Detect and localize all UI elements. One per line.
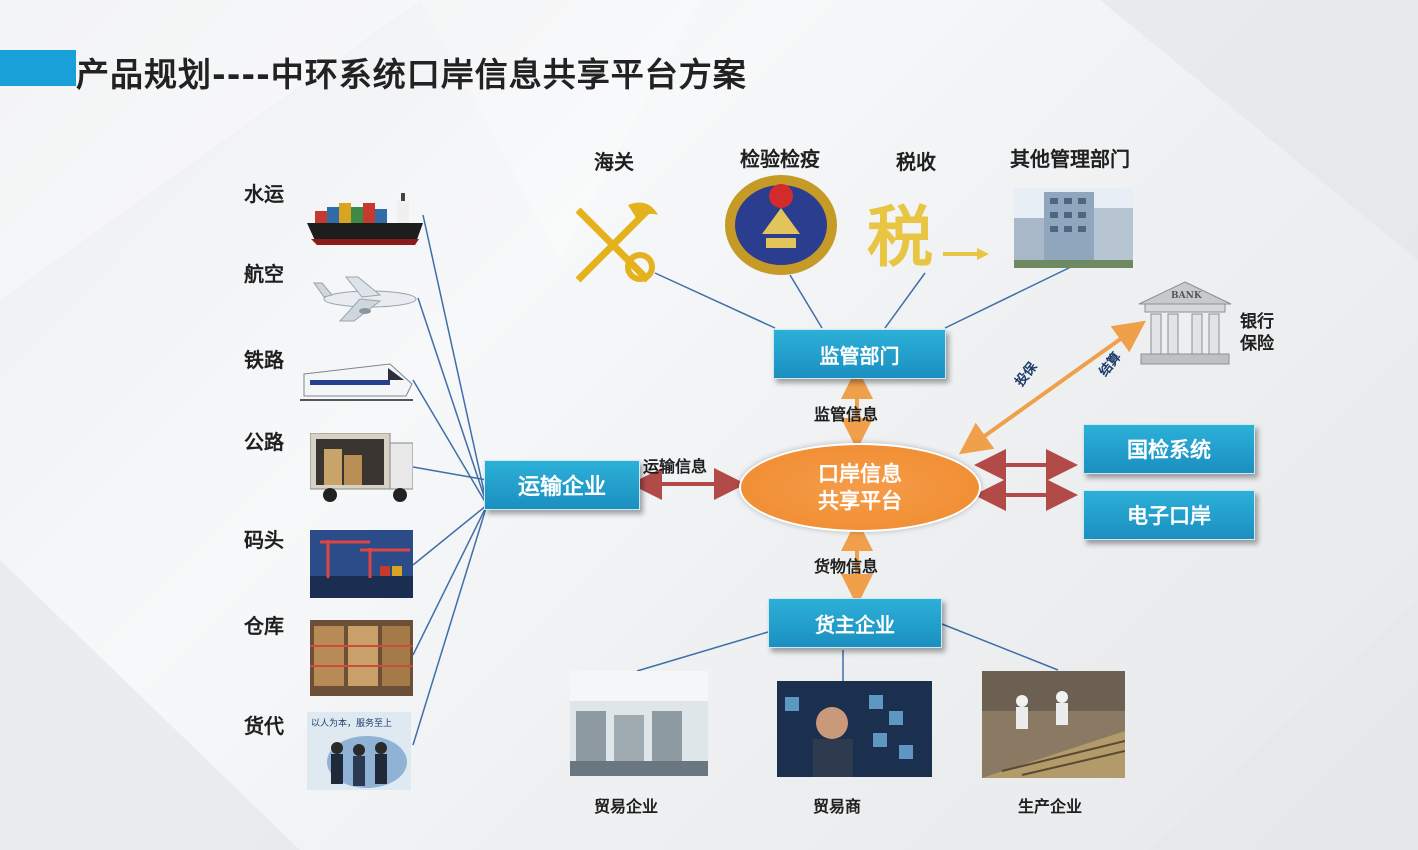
enterprise-lines bbox=[636, 623, 1059, 681]
label-tax: 税收 bbox=[896, 150, 936, 174]
title-accent-bar bbox=[0, 50, 76, 86]
warehouse-image bbox=[310, 620, 413, 696]
national-inspection-node: 国检系统 bbox=[1083, 424, 1255, 474]
bank-sign: BANK bbox=[1171, 291, 1202, 301]
truck-image bbox=[310, 433, 413, 505]
supervision-info-label: 监管信息 bbox=[814, 405, 879, 424]
inspection-emblem-icon bbox=[722, 172, 840, 278]
freight-agent-image: 以人为本，服务至上 bbox=[307, 712, 411, 790]
page-title: 产品规划----中环系统口岸信息共享平台方案 bbox=[76, 55, 747, 94]
bank-label-line1: 银行 bbox=[1240, 312, 1274, 332]
trader-image bbox=[777, 681, 932, 777]
label-agent: 货代 bbox=[244, 714, 284, 738]
cargo-ship-image bbox=[305, 183, 423, 255]
label-producer: 生产企业 bbox=[1018, 797, 1083, 816]
bank-arrow bbox=[958, 320, 1147, 455]
bank-label: 银行 保险 bbox=[1240, 311, 1274, 355]
label-inspection: 检验检疫 bbox=[740, 147, 820, 171]
label-rail: 铁路 bbox=[244, 348, 284, 372]
wharf-image bbox=[310, 530, 413, 598]
tax-emblem-icon: 税 bbox=[865, 188, 990, 270]
label-water: 水运 bbox=[244, 182, 284, 206]
platform-node: 口岸信息 共享平台 bbox=[739, 443, 981, 532]
airplane-image bbox=[310, 273, 418, 325]
government-building-image bbox=[1014, 188, 1133, 268]
e-port-node: 电子口岸 bbox=[1083, 490, 1255, 540]
transport-lines bbox=[412, 214, 488, 746]
label-road: 公路 bbox=[244, 430, 284, 454]
tax-glyph: 税 bbox=[867, 198, 933, 270]
cargo-owner-node: 货主企业 bbox=[768, 598, 942, 648]
label-customs: 海关 bbox=[594, 150, 634, 174]
label-trader: 贸易商 bbox=[813, 797, 862, 816]
transport-info-label: 运输信息 bbox=[643, 457, 708, 476]
platform-label-line2: 共享平台 bbox=[818, 488, 902, 513]
label-warehouse: 仓库 bbox=[244, 614, 284, 638]
cargo-info-label: 货物信息 bbox=[814, 557, 879, 576]
supervision-node: 监管部门 bbox=[773, 329, 946, 379]
bank-icon: BANK bbox=[1135, 280, 1235, 368]
regulator-lines bbox=[654, 264, 1076, 329]
label-air: 航空 bbox=[244, 262, 284, 286]
bank-label-line2: 保险 bbox=[1240, 334, 1274, 354]
agent-banner-text: 以人为本，服务至上 bbox=[311, 719, 393, 729]
transport-enterprise-node: 运输企业 bbox=[484, 460, 640, 510]
label-trade-company: 贸易企业 bbox=[594, 797, 659, 816]
producer-image bbox=[982, 671, 1125, 778]
label-other-authorities: 其他管理部门 bbox=[1010, 147, 1130, 171]
trade-company-image bbox=[570, 671, 708, 776]
platform-label-line1: 口岸信息 bbox=[818, 461, 902, 486]
label-wharf: 码头 bbox=[244, 528, 284, 552]
customs-emblem-icon bbox=[568, 195, 664, 285]
train-image bbox=[300, 350, 413, 408]
